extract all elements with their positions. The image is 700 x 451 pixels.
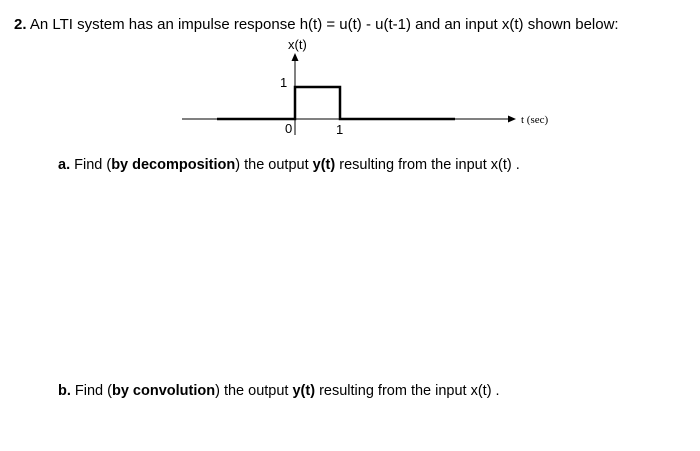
part-b-method: by convolution: [111, 383, 216, 399]
part-a-text-2: ) the output: [235, 157, 313, 173]
part-b-output: y(t): [292, 383, 316, 399]
y-tick-label: 1: [280, 75, 287, 90]
part-b-question: b. Find (by convolution) the output y(t)…: [58, 383, 500, 399]
amplitude-axis-arrowhead: [291, 53, 299, 61]
part-b-text-3: resulting from the input x(t) .: [315, 383, 500, 399]
part-b-text-2: ) the output: [215, 383, 293, 399]
input-signal-trace: [217, 85, 455, 121]
time-axis-arrowhead: [508, 115, 516, 123]
y-axis-label: x(t): [288, 37, 307, 52]
x-tick-label-zero: 0: [285, 121, 292, 136]
part-a-letter: a.: [58, 157, 71, 173]
part-a-question: a. Find (by decomposition) the output y(…: [58, 157, 520, 173]
problem-text: An LTI system has an impulse response h(…: [29, 16, 619, 33]
problem-number: 2.: [14, 16, 27, 33]
part-b-text-1: Find (: [70, 383, 112, 399]
part-a-text-1: Find (: [70, 157, 112, 173]
part-a-output: y(t): [312, 157, 336, 173]
part-a-text-3: resulting from the input x(t) .: [335, 157, 520, 173]
x-axis-label: t (sec): [521, 114, 549, 126]
problem-statement: 2. An LTI system has an impulse response…: [14, 16, 619, 33]
part-b-letter: b.: [58, 383, 71, 399]
part-a-method: by decomposition: [111, 157, 236, 173]
x-tick-label-one: 1: [336, 122, 343, 137]
